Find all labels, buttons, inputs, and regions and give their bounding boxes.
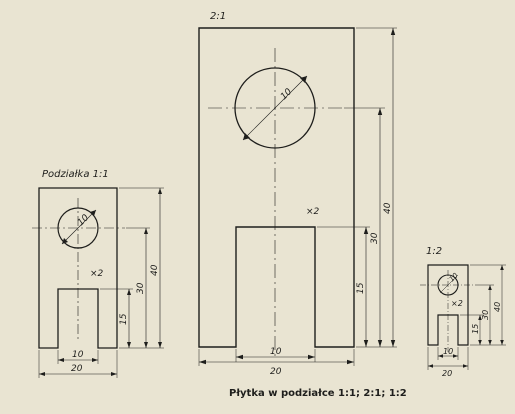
dim-slot-height: 15 [119, 313, 129, 325]
dim-hole-height: 30 [481, 310, 490, 320]
dim-slot-width: 10 [270, 347, 282, 357]
dim-width: 20 [442, 369, 452, 378]
dim-width: 20 [270, 367, 282, 377]
dim-hole-diameter: 10 [448, 271, 460, 283]
scale-label-1-1: Podziałka 1:1 [42, 169, 109, 180]
dim-hole-diameter: 10 [76, 213, 91, 228]
view-scale-1-2 [420, 264, 506, 370]
dim-height: 40 [493, 302, 502, 312]
dim-hole-diameter: 10 [279, 87, 294, 102]
dim-slot-height: 15 [471, 324, 480, 334]
arrowheads [39, 28, 504, 376]
dim-thickness: ×2 [90, 269, 104, 279]
view-scale-2-1 [198, 27, 397, 366]
dim-hole-height: 30 [370, 232, 380, 244]
plate-outline [427, 264, 469, 346]
dim-height: 40 [383, 202, 393, 214]
dim-thickness: ×2 [306, 207, 320, 217]
diameter-leader [242, 75, 308, 141]
dim-height: 40 [150, 264, 160, 276]
scale-label-1-2: 1:2 [426, 246, 442, 257]
dim-thickness: ×2 [451, 299, 463, 308]
plate-outline [38, 187, 118, 349]
dim-slot-width: 10 [443, 347, 453, 356]
dim-hole-height: 30 [136, 282, 146, 294]
view-scale-1-1 [32, 187, 164, 378]
dim-slot-width: 10 [72, 350, 84, 360]
scale-label-2-1: 2:1 [210, 11, 226, 22]
figure-caption: Płytka w podziałce 1:1; 2:1; 1:2 [229, 388, 407, 399]
diameter-leader [439, 274, 459, 294]
dim-width: 20 [71, 364, 83, 374]
dim-slot-height: 15 [356, 282, 366, 294]
plate-outline [198, 27, 355, 348]
diameter-leader [61, 209, 97, 245]
